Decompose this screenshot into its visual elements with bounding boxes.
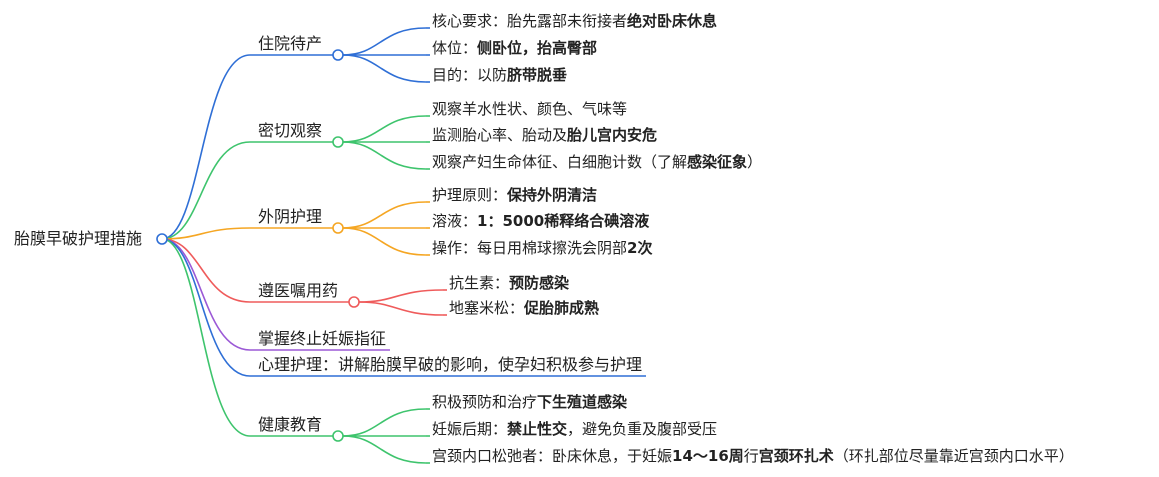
branch-connector [161,238,251,303]
child-text: 体位： [432,39,478,57]
root-node-label[interactable]: 胎膜早破护理措施 [14,229,143,248]
child-text-bold: 预防感染 [509,274,570,292]
child-node[interactable]: 观察产妇生命体征、白细胞计数（了解感染征象） [432,152,762,172]
child-connector [342,227,427,256]
branch-toggle-circle[interactable] [332,136,344,148]
child-text-bold: 1：5000稀释络合碘溶液 [477,212,650,230]
child-connector [342,435,427,464]
child-connector [342,201,427,229]
child-text: 行 [743,447,759,465]
child-text-bold: 感染征象 [687,153,748,171]
child-text: 溶液： [432,212,478,230]
child-node[interactable]: 溶液：1：5000稀释络合碘溶液 [432,211,649,231]
child-text: 监测胎心率、胎动及 [432,126,568,144]
child-text-bold: 14～16周 [672,447,744,465]
child-text: 抗生素： [449,274,510,292]
child-node[interactable]: 地塞米松：促胎肺成熟 [449,298,599,318]
child-text: 宫颈内口松弛者：卧床休息，于妊娠 [432,447,673,465]
branch-label[interactable]: 外阴护理 [258,207,323,226]
child-text: 核心要求：胎先露部未衔接者 [432,12,628,30]
child-text-bold: 促胎肺成熟 [524,299,600,317]
branch-connector [161,238,251,377]
child-connector [358,289,444,303]
branch-label[interactable]: 密切观察 [258,121,323,140]
branch-connector [161,238,251,437]
child-text: （环扎部位尽量靠近宫颈内口水平） [833,447,1074,465]
child-text-bold: 胎儿宫内安危 [567,126,658,144]
branch-label[interactable]: 健康教育 [258,415,323,434]
branch-toggle-circle[interactable] [332,49,344,61]
branch-toggle-circle[interactable] [332,430,344,442]
child-text: 积极预防和治疗 [432,393,538,411]
child-text: 护理原则： [432,186,508,204]
child-text-bold: 保持外阴清洁 [507,186,598,204]
child-text: 观察羊水性状、颜色、气味等 [432,100,628,118]
child-node[interactable]: 宫颈内口松弛者：卧床休息，于妊娠14～16周行宫颈环扎术（环扎部位尽量靠近宫颈内… [432,446,1074,466]
child-text-bold: 下生殖道感染 [537,393,628,411]
child-node[interactable]: 观察羊水性状、颜色、气味等 [432,99,627,119]
child-node[interactable]: 监测胎心率、胎动及胎儿宫内安危 [432,125,657,145]
branch-label[interactable]: 心理护理：讲解胎膜早破的影响，使孕妇积极参与护理 [258,355,643,374]
child-text: 妊娠后期： [432,420,508,438]
child-text: 观察产妇生命体征、白细胞计数（了解 [432,153,688,171]
child-node[interactable]: 妊娠后期：禁止性交，避免负重及腹部受压 [432,419,717,439]
child-connector [358,301,444,316]
branch-connector [161,141,251,240]
branch-label[interactable]: 住院待产 [258,34,323,53]
child-node[interactable]: 抗生素：预防感染 [449,273,569,293]
child-text-bold: 禁止性交 [507,420,568,438]
child-node[interactable]: 体位：侧卧位，抬高臀部 [432,38,597,58]
child-text-bold: 宫颈环扎术 [758,447,834,465]
root-toggle-circle[interactable] [156,233,168,245]
branch-label[interactable]: 掌握终止妊娠指征 [258,329,387,348]
branch-toggle-circle[interactable] [348,296,360,308]
child-connector [342,54,427,83]
child-connector [342,27,427,56]
branch-label[interactable]: 遵医嘱用药 [258,281,339,300]
child-text: 操作：每日用棉球擦洗会阴部 [432,239,628,257]
child-text: ，避免负重及腹部受压 [567,420,718,438]
branch-connector [161,238,251,351]
child-node[interactable]: 护理原则：保持外阴清洁 [432,185,597,205]
branch-connector [161,227,251,240]
child-connector [342,115,427,143]
child-node[interactable]: 积极预防和治疗下生殖道感染 [432,392,627,412]
child-text-bold: 脐带脱垂 [507,66,568,84]
child-node[interactable]: 核心要求：胎先露部未衔接者绝对卧床休息 [432,11,717,31]
branch-toggle-circle[interactable] [332,222,344,234]
child-node[interactable]: 操作：每日用棉球擦洗会阴部2次 [432,238,652,258]
branch-connector [161,54,251,240]
child-node[interactable]: 目的：以防脐带脱垂 [432,65,567,85]
child-connector [342,408,427,437]
child-text: 地塞米松： [449,299,525,317]
child-connector [342,141,427,170]
child-text-bold: 2次 [627,239,653,257]
child-text-bold: 侧卧位，抬高臀部 [477,39,598,57]
child-text: ） [747,153,763,171]
child-text: 目的：以防 [432,66,508,84]
child-text-bold: 绝对卧床休息 [627,12,718,30]
